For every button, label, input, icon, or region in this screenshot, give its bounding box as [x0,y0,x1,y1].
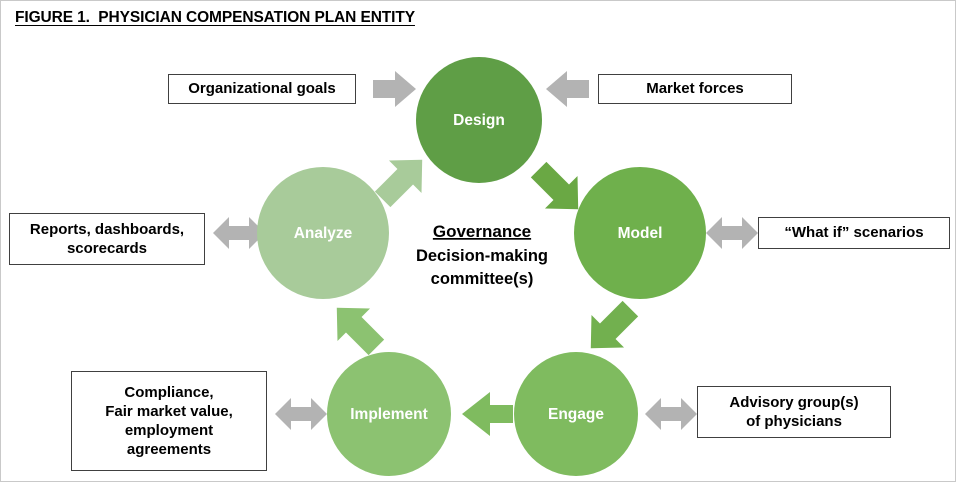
callout-market-forces[interactable]: Market forces [598,74,792,104]
cycle-node-analyze-label: Analyze [294,225,353,242]
callout-organizational-goals[interactable]: Organizational goals [168,74,356,104]
cycle-node-analyze[interactable]: Analyze [257,167,389,299]
governance-heading: Governance [433,222,531,241]
arrow-implement-to-analyze-icon [336,307,385,356]
governance-line-1: Decision-making [416,247,548,265]
callout-compliance-fmv-employment-agreements[interactable]: Compliance, Fair market value, employmen… [71,371,267,471]
governance-line-2: committee(s) [431,270,534,288]
cycle-node-implement[interactable]: Implement [327,352,451,476]
cycle-node-implement-label: Implement [350,406,428,423]
cycle-node-engage-label: Engage [548,406,604,423]
cycle-node-design[interactable]: Design [416,57,542,183]
arrow-double-icon-what-if [706,217,758,249]
cycle-node-design-label: Design [453,112,505,129]
arrow-engage-to-implement-icon [462,392,513,436]
callout-reports-dashboards-scorecards[interactable]: Reports, dashboards, scorecards [9,213,205,265]
arrow-left-icon-market-forces [546,71,589,107]
page-title: FIGURE 1. PHYSICIAN COMPENSATION PLAN EN… [15,9,415,26]
arrow-model-to-engage-icon [590,300,639,349]
arrow-double-icon-compliance [275,398,327,430]
cycle-node-model-label: Model [618,225,663,242]
arrow-double-icon-advisory [645,398,697,430]
callout-advisory-groups-of-physicians[interactable]: Advisory group(s) of physicians [697,386,891,438]
governance-center-text: Governance Decision-making committee(s) [416,222,548,288]
arrow-right-icon-organizational-goals [373,71,416,107]
cycle-node-engage[interactable]: Engage [514,352,638,476]
arrow-double-icon-reports [213,217,265,249]
cycle-node-model[interactable]: Model [574,167,706,299]
arrow-design-to-model-icon [530,161,579,210]
callout-what-if-scenarios[interactable]: “What if” scenarios [758,217,950,249]
arrow-analyze-to-design-icon [374,159,423,208]
